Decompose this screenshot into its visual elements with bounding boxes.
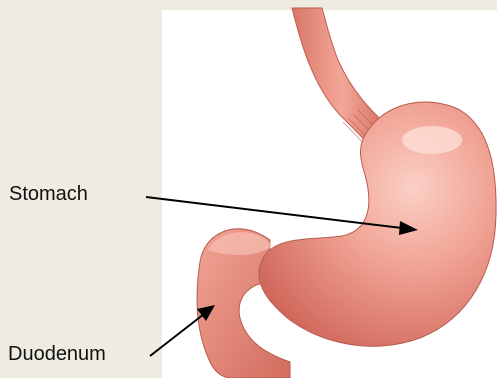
stomach-arrow [146,197,402,228]
stomach-highlight [402,126,462,154]
duodenum-label: Duodenum [8,343,106,366]
stomach-label: Stomach [9,183,88,206]
duodenum-arrow [150,314,204,356]
